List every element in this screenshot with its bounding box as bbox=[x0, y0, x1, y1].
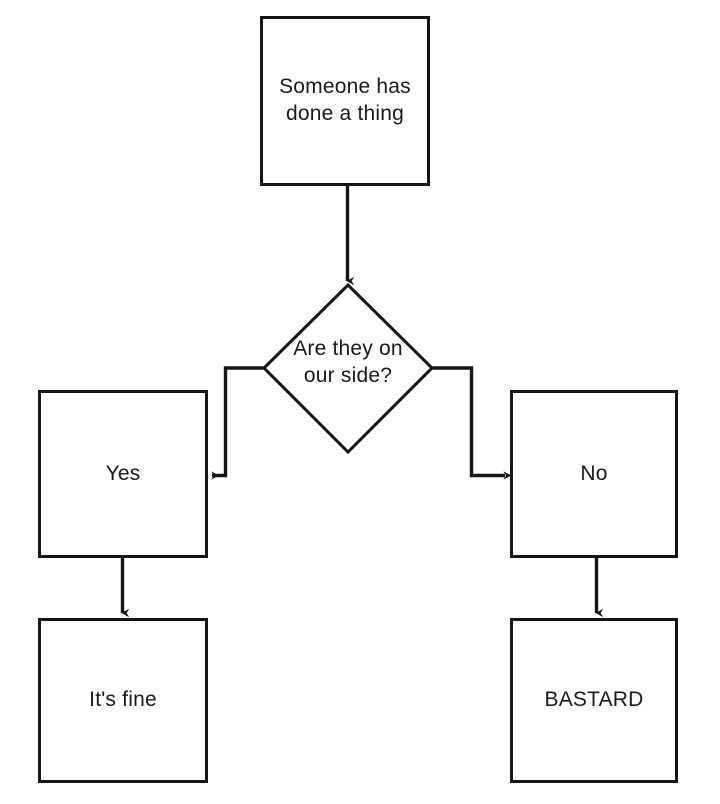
node-yes-label: Yes bbox=[105, 461, 141, 485]
node-its-fine-label: It's fine bbox=[89, 688, 157, 712]
node-its-fine[interactable]: It's fine bbox=[38, 618, 208, 783]
node-start-label: Someone has done a thing bbox=[279, 75, 411, 125]
decision-diamond bbox=[261, 282, 435, 455]
node-no-label: No bbox=[580, 461, 608, 485]
node-bastard-label: BASTARD bbox=[544, 688, 644, 712]
node-bastard[interactable]: BASTARD bbox=[510, 618, 678, 783]
edge-decision-to-yes bbox=[211, 366, 264, 480]
node-start[interactable]: Someone has done a thing bbox=[260, 16, 430, 186]
node-yes[interactable]: Yes bbox=[38, 390, 208, 558]
edge-decision-to-no bbox=[432, 366, 511, 480]
node-no[interactable]: No bbox=[510, 390, 678, 558]
